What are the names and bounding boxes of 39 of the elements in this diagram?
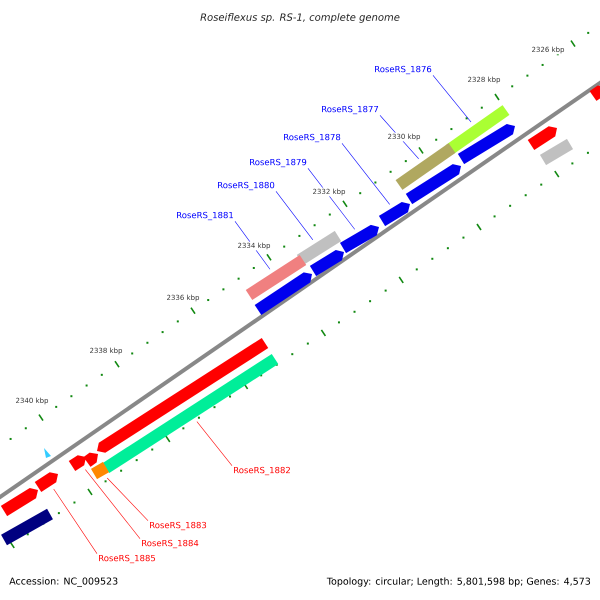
- gene-label: RoseRS_1883: [150, 522, 206, 530]
- gene-label: RoseRS_1882: [234, 466, 290, 476]
- gene-label: RoseRS_1877: [322, 106, 378, 114]
- gene-block: [254, 272, 312, 315]
- leader-line: [432, 75, 472, 122]
- gene-bar: [246, 254, 306, 300]
- gene-bar: [90, 462, 110, 480]
- gene-bar: [446, 105, 510, 155]
- gene-block: [83, 452, 98, 467]
- gene-label: RoseRS_1879: [250, 158, 306, 168]
- gene-bar: [540, 138, 574, 166]
- gene-block: [406, 164, 461, 204]
- gene-label: RoseRS_1876: [375, 66, 432, 74]
- leader-line: [53, 488, 98, 554]
- gene-label: RoseRS_1885: [99, 554, 156, 564]
- gene-label: RoseRS_1878: [284, 134, 340, 142]
- gene-block: [0, 488, 38, 516]
- gene-block: [340, 224, 379, 254]
- gene-label: RoseRS_1884: [142, 540, 198, 548]
- gene-bar: [296, 230, 342, 266]
- gene-block: [310, 250, 344, 276]
- footer-text: Accession: NC_009523: [9, 577, 118, 587]
- gene-bar: [1, 508, 53, 546]
- gene-block: [458, 124, 515, 164]
- leader-line: [196, 421, 232, 466]
- gene-block: [34, 472, 58, 492]
- gene-block: [528, 126, 557, 150]
- gene-bar: [396, 143, 456, 190]
- gene-block: [378, 202, 410, 226]
- gene-block: [590, 85, 600, 101]
- leader-line: [106, 478, 148, 521]
- title: Roseiflexus sp. RS-1, complete genome: [200, 13, 400, 23]
- leader-line: [85, 469, 140, 539]
- leader-line: [276, 191, 314, 240]
- gene-label: RoseRS_1880: [218, 182, 274, 190]
- gene-label: RoseRS_1881: [177, 212, 233, 220]
- leader-line: [342, 143, 390, 205]
- footer-text: Topology: circular; Length: 5,801,598 bp; Genes: 4,573: [326, 577, 590, 587]
- gene-block: [68, 455, 86, 472]
